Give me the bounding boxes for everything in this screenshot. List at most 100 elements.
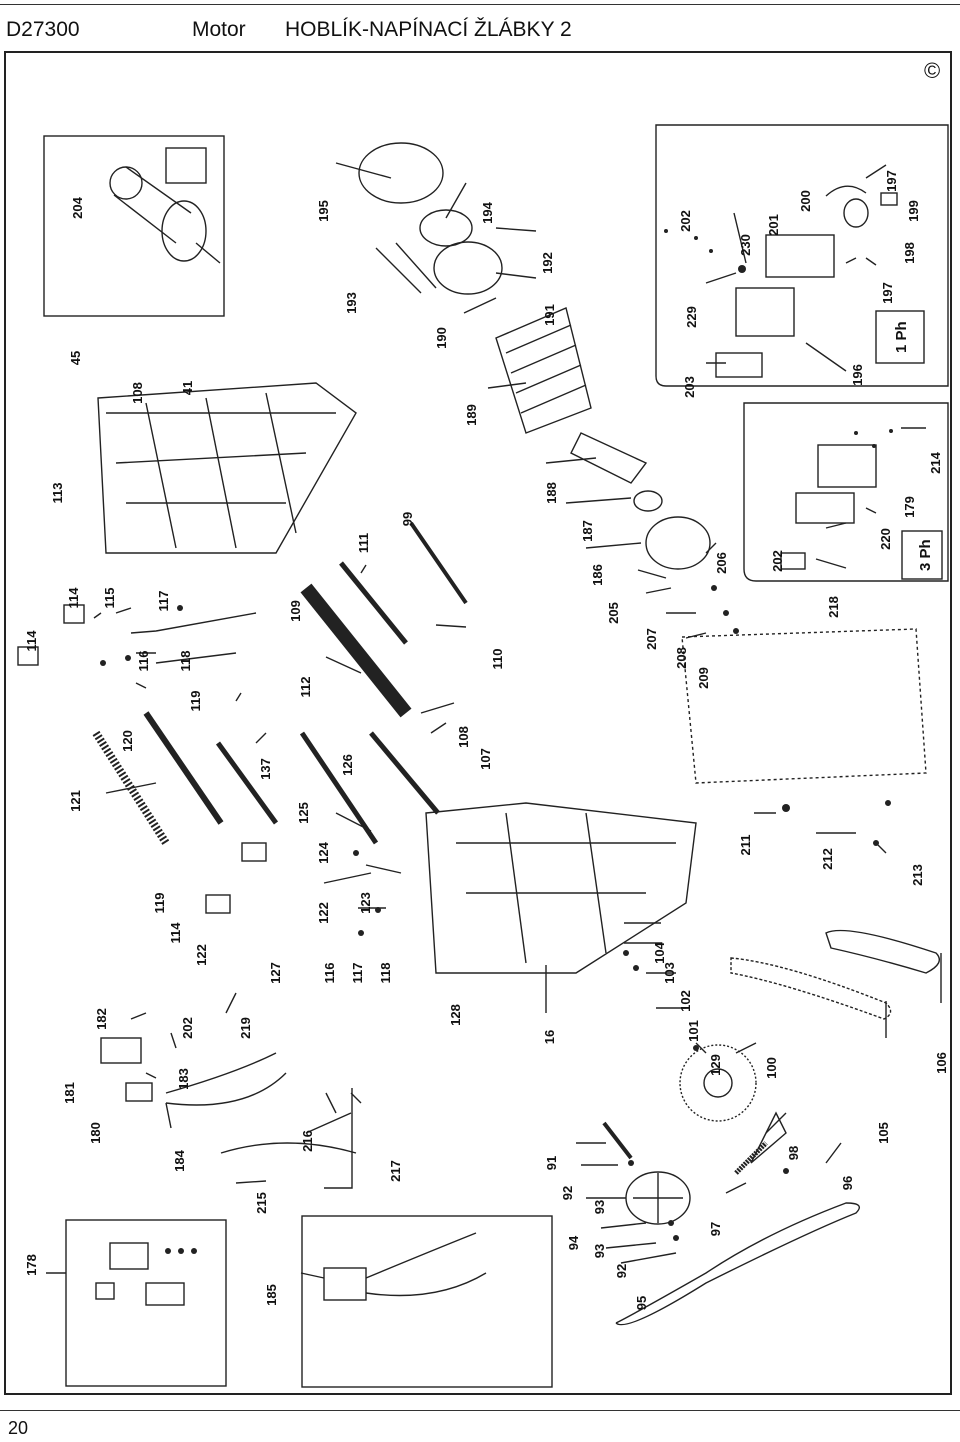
chain-96 bbox=[615, 1202, 860, 1326]
part-number-label: 116 bbox=[136, 651, 151, 672]
section-name: Motor bbox=[192, 18, 246, 41]
part-number-label: 103 bbox=[662, 962, 677, 984]
part-number-label: 92 bbox=[614, 1264, 629, 1278]
rod-109 bbox=[339, 561, 408, 645]
copyright-mark: © bbox=[924, 58, 941, 83]
part-number-label: 41 bbox=[180, 381, 195, 395]
cables-183-184 bbox=[165, 1052, 287, 1106]
exploded-parts-diagram: 2044510841113114115117116118114119120121… bbox=[17, 124, 949, 1388]
part-number-label: 45 bbox=[68, 351, 83, 365]
part-number-label: 204 bbox=[70, 196, 85, 218]
flange-192 bbox=[433, 241, 503, 295]
part-number-label: 180 bbox=[88, 1122, 103, 1144]
part-number-label: 117 bbox=[350, 963, 365, 984]
part-number-label: 118 bbox=[378, 963, 393, 984]
part-number-label: 219 bbox=[238, 1017, 253, 1039]
bracket-217 bbox=[324, 1088, 353, 1189]
page-header: D27300 Motor HOBLÍK-NAPÍNACÍ ŽLÁBKY 2 bbox=[0, 0, 960, 48]
cover-201 bbox=[765, 234, 835, 278]
part-number-label: 93 bbox=[592, 1200, 607, 1214]
part-number-label: 215 bbox=[254, 1192, 269, 1214]
part-number-label: 183 bbox=[176, 1068, 191, 1090]
part-number-label: 99 bbox=[400, 512, 415, 526]
part-number-label: 119 bbox=[188, 691, 203, 712]
part-number-label: 114 bbox=[168, 922, 183, 944]
box-185-part bbox=[323, 1267, 367, 1301]
bolts-193 bbox=[375, 242, 437, 294]
capacitor-box-203 bbox=[735, 287, 795, 337]
part-number-label: 202 bbox=[180, 1017, 195, 1039]
part-number-label: 211 bbox=[738, 835, 753, 856]
part-number-label: 199 bbox=[906, 200, 921, 222]
three-phase-box bbox=[743, 402, 949, 582]
part-number-label: 104 bbox=[652, 941, 667, 963]
cover-179 bbox=[817, 444, 877, 488]
clip-200 bbox=[825, 185, 867, 197]
kit-178-box bbox=[65, 1219, 227, 1387]
part-number-label: 205 bbox=[606, 602, 621, 624]
capacitor-198 bbox=[843, 198, 869, 228]
part-number-label: 200 bbox=[798, 190, 813, 212]
one-ph-label-box bbox=[875, 310, 925, 364]
kit-185-box bbox=[301, 1215, 553, 1388]
part-number-label: 112 bbox=[298, 677, 313, 698]
part-number-label: 108 bbox=[130, 382, 145, 404]
part-number-label: 122 bbox=[194, 944, 209, 966]
endshield-186 bbox=[645, 516, 711, 570]
part-number-label: 192 bbox=[540, 252, 555, 274]
gear-100 bbox=[679, 1044, 757, 1122]
part-number-label: 218 bbox=[826, 596, 841, 618]
part-number-label: 96 bbox=[840, 1176, 855, 1190]
part-number-label: 137 bbox=[258, 758, 273, 780]
part-number-label: 117 bbox=[156, 591, 171, 612]
cable-215 bbox=[220, 1112, 357, 1154]
part-number-label: 100 bbox=[764, 1057, 779, 1079]
part-number-label: 214 bbox=[928, 451, 943, 473]
part-number-label: 178 bbox=[24, 1254, 39, 1276]
part-number-label: 212 bbox=[820, 848, 835, 870]
switch-181 bbox=[100, 1037, 142, 1064]
part-number-label: 119 bbox=[152, 893, 167, 914]
part-number-label: 191 bbox=[542, 304, 557, 326]
part-number-label: 111 bbox=[356, 533, 371, 553]
part-number-label: 107 bbox=[478, 748, 493, 770]
part-number-label: 193 bbox=[344, 292, 359, 314]
part-number-label: 128 bbox=[448, 1004, 463, 1026]
rod-126 bbox=[369, 731, 440, 815]
part-number-label: 197 bbox=[884, 170, 899, 192]
part-number-label: 208 bbox=[674, 647, 689, 669]
part-number-label: 102 bbox=[678, 990, 693, 1012]
part-number-label: 98 bbox=[786, 1146, 801, 1160]
part-number-label: 202 bbox=[770, 550, 785, 572]
pin-91 bbox=[602, 1121, 633, 1160]
frame-16 bbox=[425, 802, 697, 974]
diagram-frame bbox=[4, 51, 952, 1395]
part-number-label: 206 bbox=[714, 552, 729, 574]
part-number-label: 92 bbox=[560, 1186, 575, 1200]
part-number-label: 122 bbox=[316, 902, 331, 924]
motor-189 bbox=[495, 307, 592, 434]
part-number-label: 110 bbox=[490, 649, 505, 670]
part-number-label: 129 bbox=[708, 1054, 723, 1076]
part-number-label: 16 bbox=[542, 1030, 557, 1044]
single-phase-box bbox=[655, 124, 949, 387]
frame-41 bbox=[97, 382, 357, 554]
part-number-label: 182 bbox=[94, 1008, 109, 1030]
part-number-label: 201 bbox=[766, 214, 781, 236]
cover-195 bbox=[358, 142, 444, 204]
part-number-label: 114 bbox=[24, 630, 39, 652]
part-number-label: 185 bbox=[264, 1284, 279, 1306]
three-ph-label: 3 Ph bbox=[917, 539, 934, 571]
part-number-label: 123 bbox=[358, 892, 373, 914]
part-number-label: 209 bbox=[696, 667, 711, 689]
rod-99 bbox=[409, 521, 468, 605]
rod-137 bbox=[215, 741, 279, 825]
part-number-label: 216 bbox=[300, 1130, 315, 1152]
part-number-label: 230 bbox=[738, 234, 753, 256]
part-number-label: 202 bbox=[678, 210, 693, 232]
part-number-label: 195 bbox=[316, 200, 331, 222]
fan-194 bbox=[419, 209, 473, 247]
part-number-label: 120 bbox=[120, 730, 135, 752]
part-number-label: 127 bbox=[268, 962, 283, 984]
part-number-label: 184 bbox=[172, 1149, 187, 1171]
